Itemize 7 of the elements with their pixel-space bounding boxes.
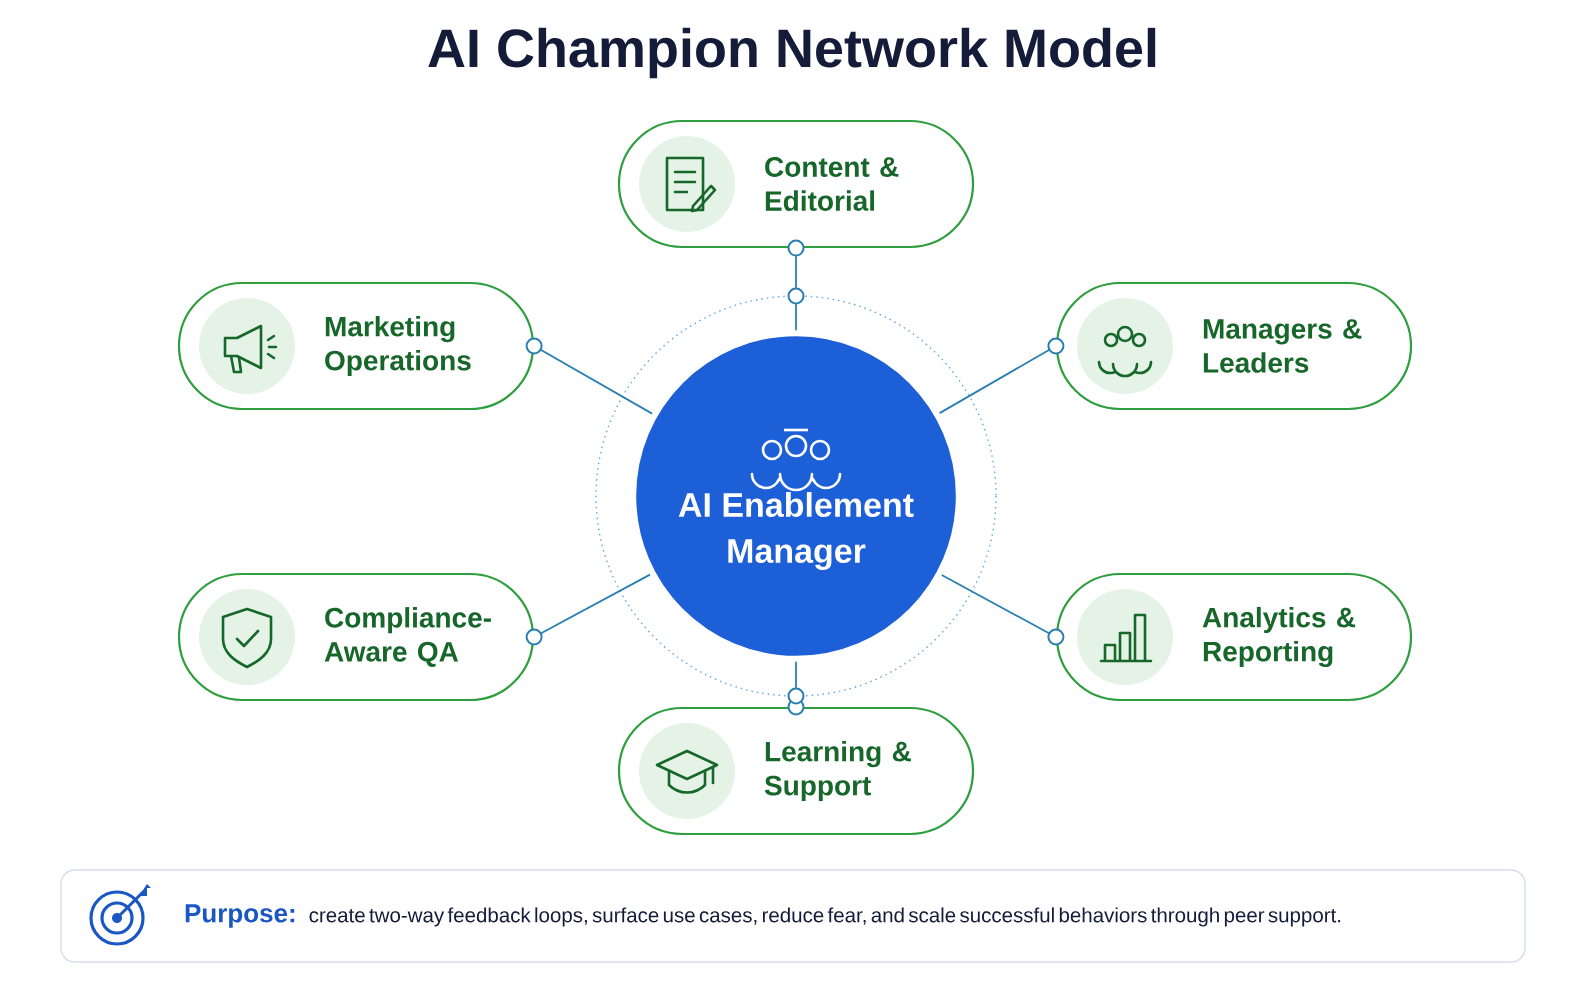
title: AI Champion Network Model xyxy=(428,27,1156,79)
connector xyxy=(940,574,1065,646)
purpose-banner: Purpose: create two-way feedback loops, surface use cases, reduce fear, and scale successful behaviors through peer support. xyxy=(60,869,1526,963)
connector xyxy=(525,337,654,415)
connector xyxy=(525,573,651,646)
connector xyxy=(787,239,805,332)
connector xyxy=(938,337,1065,414)
